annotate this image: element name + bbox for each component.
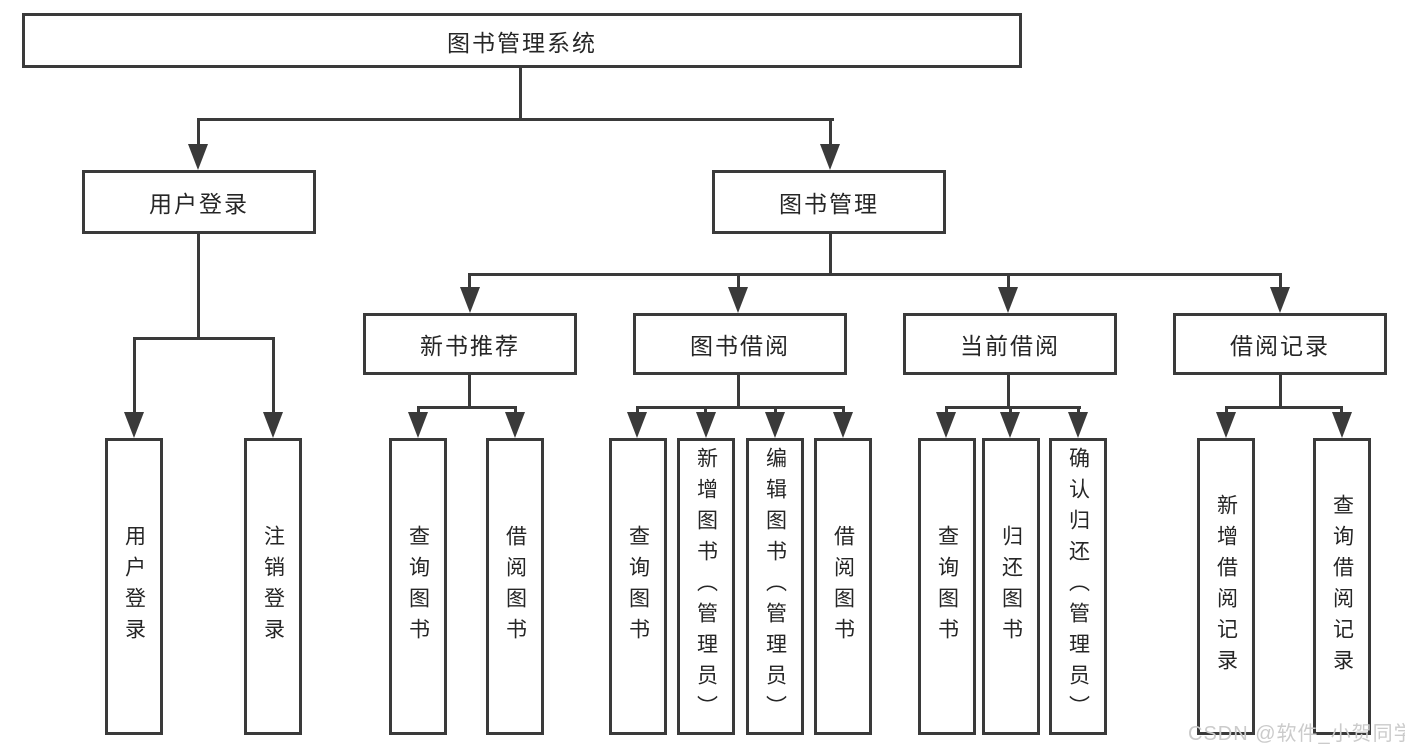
connector-line — [1007, 273, 1010, 295]
connector-line — [1279, 273, 1282, 295]
node-label: 查询图书 — [935, 524, 959, 649]
node-label: 查询图书 — [406, 524, 430, 649]
node-leaf-add-borrow-record: 新增借阅记录 — [1197, 438, 1255, 735]
connector-line — [945, 406, 1081, 409]
connector-line — [1225, 406, 1342, 409]
connector-line — [519, 68, 522, 120]
node-current-borrowing: 当前借阅 — [903, 313, 1117, 375]
connector-line — [197, 118, 834, 121]
node-book-management: 图书管理 — [712, 170, 946, 234]
connector-line — [636, 406, 845, 409]
arrowhead-down-icon — [124, 412, 144, 438]
node-leaf-query-books-recommend: 查询图书 — [389, 438, 447, 735]
arrowhead-down-icon — [998, 287, 1018, 313]
connector-line — [737, 273, 740, 295]
node-leaf-logout: 注销登录 — [244, 438, 302, 735]
node-label: 借阅图书 — [503, 524, 527, 649]
node-label: 编辑图书（管理员） — [763, 447, 787, 726]
arrowhead-down-icon — [1332, 412, 1352, 438]
connector-line — [829, 118, 832, 152]
node-label: 新书推荐 — [420, 333, 520, 359]
connector-line — [1007, 375, 1010, 409]
arrowhead-down-icon — [505, 412, 525, 438]
node-leaf-confirm-return-admin: 确认归还（管理员） — [1049, 438, 1107, 735]
arrowhead-down-icon — [408, 412, 428, 438]
node-label: 新增借阅记录 — [1214, 493, 1238, 680]
arrowhead-down-icon — [460, 287, 480, 313]
node-label: 用户登录 — [122, 524, 146, 649]
node-label: 查询图书 — [626, 524, 650, 649]
arrowhead-down-icon — [728, 287, 748, 313]
connector-line — [417, 406, 517, 409]
node-label: 借阅记录 — [1230, 333, 1330, 359]
arrowhead-down-icon — [627, 412, 647, 438]
node-leaf-query-books-current: 查询图书 — [918, 438, 976, 735]
node-book-borrowing: 图书借阅 — [633, 313, 847, 375]
node-leaf-query-borrow-record: 查询借阅记录 — [1313, 438, 1371, 735]
arrowhead-down-icon — [188, 144, 208, 170]
arrowhead-down-icon — [936, 412, 956, 438]
arrowhead-down-icon — [696, 412, 716, 438]
connector-line — [272, 337, 275, 419]
node-borrowing-records: 借阅记录 — [1173, 313, 1387, 375]
connector-line — [133, 337, 275, 340]
node-leaf-edit-books-admin: 编辑图书（管理员） — [746, 438, 804, 735]
node-root: 图书管理系统 — [22, 13, 1022, 68]
node-label: 借阅图书 — [831, 524, 855, 649]
connector-line — [737, 375, 740, 409]
connector-line — [468, 273, 471, 295]
arrowhead-down-icon — [1216, 412, 1236, 438]
arrowhead-down-icon — [1270, 287, 1290, 313]
node-label: 注销登录 — [261, 524, 285, 649]
connector-line — [133, 337, 136, 419]
node-user-login-branch: 用户登录 — [82, 170, 316, 234]
node-label: 图书管理 — [779, 191, 879, 217]
node-new-book-recommend: 新书推荐 — [363, 313, 577, 375]
arrowhead-down-icon — [833, 412, 853, 438]
arrowhead-down-icon — [765, 412, 785, 438]
connector-line — [1279, 375, 1282, 409]
connector-line — [468, 273, 1282, 276]
node-leaf-add-books-admin: 新增图书（管理员） — [677, 438, 735, 735]
connector-line — [468, 375, 471, 409]
node-label: 确认归还（管理员） — [1066, 447, 1090, 726]
arrowhead-down-icon — [1000, 412, 1020, 438]
node-leaf-borrow-books-recommend: 借阅图书 — [486, 438, 544, 735]
node-label: 归还图书 — [999, 524, 1023, 649]
connector-line — [829, 234, 832, 276]
node-label: 图书管理系统 — [447, 29, 597, 56]
arrowhead-down-icon — [820, 144, 840, 170]
node-label: 当前借阅 — [960, 333, 1060, 359]
node-label: 图书借阅 — [690, 333, 790, 359]
arrowhead-down-icon — [1068, 412, 1088, 438]
node-label: 查询借阅记录 — [1330, 493, 1354, 680]
watermark: CSDN @软件_小贺同学 — [1188, 723, 1405, 745]
node-leaf-query-books-borrowing: 查询图书 — [609, 438, 667, 735]
arrowhead-down-icon — [263, 412, 283, 438]
node-leaf-return-books: 归还图书 — [982, 438, 1040, 735]
node-label: 用户登录 — [149, 191, 249, 217]
connector-line — [197, 118, 200, 152]
connector-line — [197, 234, 200, 340]
node-leaf-user-login: 用户登录 — [105, 438, 163, 735]
node-label: 新增图书（管理员） — [694, 447, 718, 726]
node-leaf-borrow-books-borrowing: 借阅图书 — [814, 438, 872, 735]
